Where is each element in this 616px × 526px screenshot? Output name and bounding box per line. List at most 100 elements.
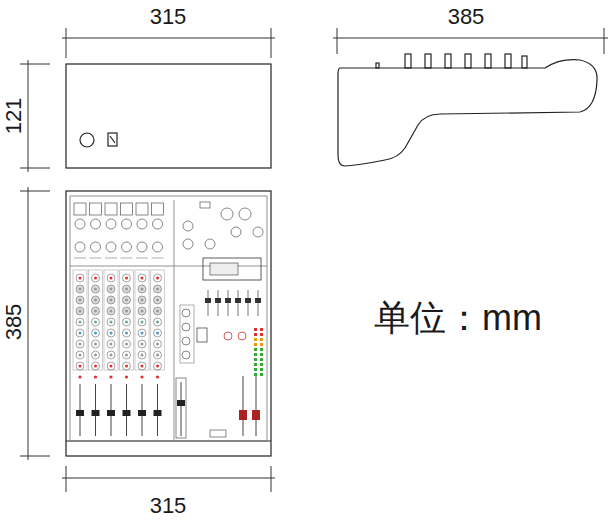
mixer-detail (235, 298, 241, 303)
mixer-detail (76, 340, 84, 348)
mixer-detail (76, 351, 84, 359)
mixer-detail (109, 375, 112, 378)
mixer-detail (154, 351, 162, 359)
mixer-detail (151, 270, 165, 370)
mixer-detail (123, 410, 131, 416)
mixer-detail (225, 298, 231, 303)
mixer-detail (120, 270, 134, 370)
mixer-detail (256, 376, 257, 436)
mixer-detail (252, 410, 260, 420)
mixer-detail (245, 298, 251, 303)
mixer-detail (125, 354, 128, 357)
mixer-detail (92, 274, 100, 282)
mixer-detail (215, 298, 221, 303)
mixer-detail (156, 354, 159, 357)
mixer-detail (152, 258, 164, 259)
mixer-detail (138, 285, 146, 293)
mixer-detail (79, 343, 82, 346)
mixer-detail (156, 310, 159, 313)
mixer-detail (76, 285, 84, 293)
mixer-detail (135, 270, 149, 370)
mixer-detail (94, 310, 97, 313)
mixer-detail (91, 242, 101, 252)
mixer-detail (79, 288, 82, 291)
mixer-detail (156, 299, 159, 302)
mixer-detail (125, 288, 128, 291)
mixer-detail (183, 239, 193, 249)
mixer-detail (140, 375, 143, 378)
mixer-detail (254, 343, 257, 346)
mixer-detail (107, 340, 115, 348)
mixer-detail (75, 242, 85, 252)
mixer-detail (110, 310, 113, 313)
mixer-detail (239, 410, 247, 420)
mixer-detail (92, 285, 100, 293)
mixer-detail (123, 340, 131, 348)
unit-note: 单位：mm (374, 300, 542, 336)
mixer-detail (110, 277, 113, 280)
mixer-detail (110, 288, 113, 291)
mixer-detail (260, 328, 263, 331)
mixer-detail (94, 365, 97, 368)
mixer-detail (260, 373, 263, 376)
mixer-detail (141, 321, 144, 324)
mixer-detail (156, 288, 159, 291)
mixer-detail (76, 274, 84, 282)
mixer-detail (107, 307, 115, 315)
mixer-detail (79, 277, 82, 280)
mixer-detail (156, 277, 159, 280)
mixer-detail (107, 285, 115, 293)
mixer-detail (107, 410, 115, 416)
mixer-detail (79, 332, 82, 335)
mixer-detail (123, 351, 131, 359)
mixer-detail (154, 362, 162, 370)
mixer-detail (110, 343, 113, 346)
mixer-detail (154, 410, 162, 416)
mixer-detail (105, 203, 117, 215)
mixer-detail (122, 219, 132, 229)
mixer-detail (110, 332, 113, 335)
mixer-detail (203, 258, 261, 280)
mixer-detail (125, 321, 128, 324)
mixer-detail (156, 332, 159, 335)
mixer-detail (92, 410, 100, 416)
mixer-detail (89, 270, 103, 370)
mixer-detail (254, 348, 257, 351)
mixer-detail (152, 203, 164, 215)
mixer-detail (110, 354, 113, 357)
mixer-detail (123, 285, 131, 293)
mixer-detail (123, 307, 131, 315)
mixer-detail (205, 239, 215, 249)
mixer-detail (94, 343, 97, 346)
mixer-detail (154, 274, 162, 282)
mixer-detail (141, 277, 144, 280)
mixer-detail (260, 358, 263, 361)
mixer-detail (138, 296, 146, 304)
mixer-detail (106, 242, 116, 252)
mixer-detail (181, 382, 182, 436)
depth-dimension: 385 (3, 304, 25, 341)
mixer-detail (154, 285, 162, 293)
mixer-detail (239, 208, 251, 220)
mixer-detail (91, 219, 101, 229)
mixer-detail (182, 323, 190, 331)
mixer-detail (92, 296, 100, 304)
mixer-detail (92, 351, 100, 359)
mixer-detail (182, 351, 190, 359)
mixer-detail (78, 375, 81, 378)
mixer-detail (107, 318, 115, 326)
mixer-detail (141, 354, 144, 357)
mixer-detail (92, 307, 100, 315)
mixer-detail (183, 221, 193, 231)
mixer-detail (200, 202, 210, 208)
mixer-detail (154, 318, 162, 326)
mixer-detail (137, 219, 147, 229)
mixer-detail (138, 362, 146, 370)
mixer-detail (243, 376, 244, 436)
mixer-detail (92, 329, 100, 337)
mixer-detail (94, 332, 97, 335)
mixer-detail (138, 351, 146, 359)
mixer-detail (123, 296, 131, 304)
mixer-detail (79, 365, 82, 368)
